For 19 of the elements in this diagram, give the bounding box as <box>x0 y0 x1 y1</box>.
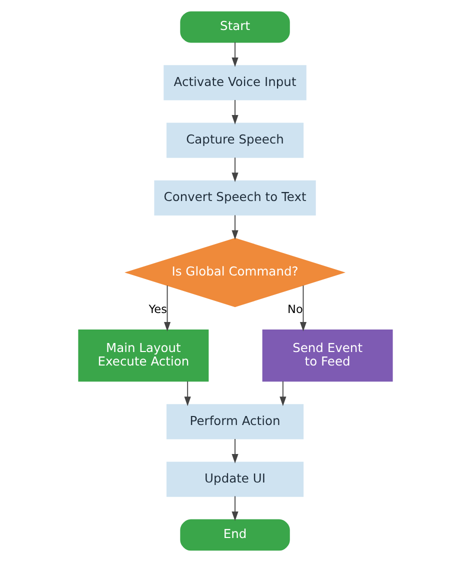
node-box: Start <box>180 11 290 43</box>
node-box: Activate Voice Input <box>163 65 306 100</box>
node-box: End <box>180 519 290 551</box>
node-box: Capture Speech <box>166 122 304 158</box>
arrow <box>231 214 238 240</box>
arrow <box>231 42 238 67</box>
arrow <box>299 285 306 332</box>
node-box: Update UI <box>166 462 304 497</box>
node-box: Perform Action <box>166 404 304 440</box>
node-box: Convert Speech to Text <box>154 180 316 216</box>
arrow <box>231 496 238 521</box>
arrow <box>231 438 238 464</box>
arrow <box>231 157 238 182</box>
arrow <box>231 100 238 124</box>
arrow <box>279 380 286 406</box>
arrow <box>184 380 190 406</box>
node-box: Main Layout Execute Action <box>78 330 208 382</box>
arrow <box>163 285 170 332</box>
node-box: Send Event to Feed <box>262 330 392 382</box>
